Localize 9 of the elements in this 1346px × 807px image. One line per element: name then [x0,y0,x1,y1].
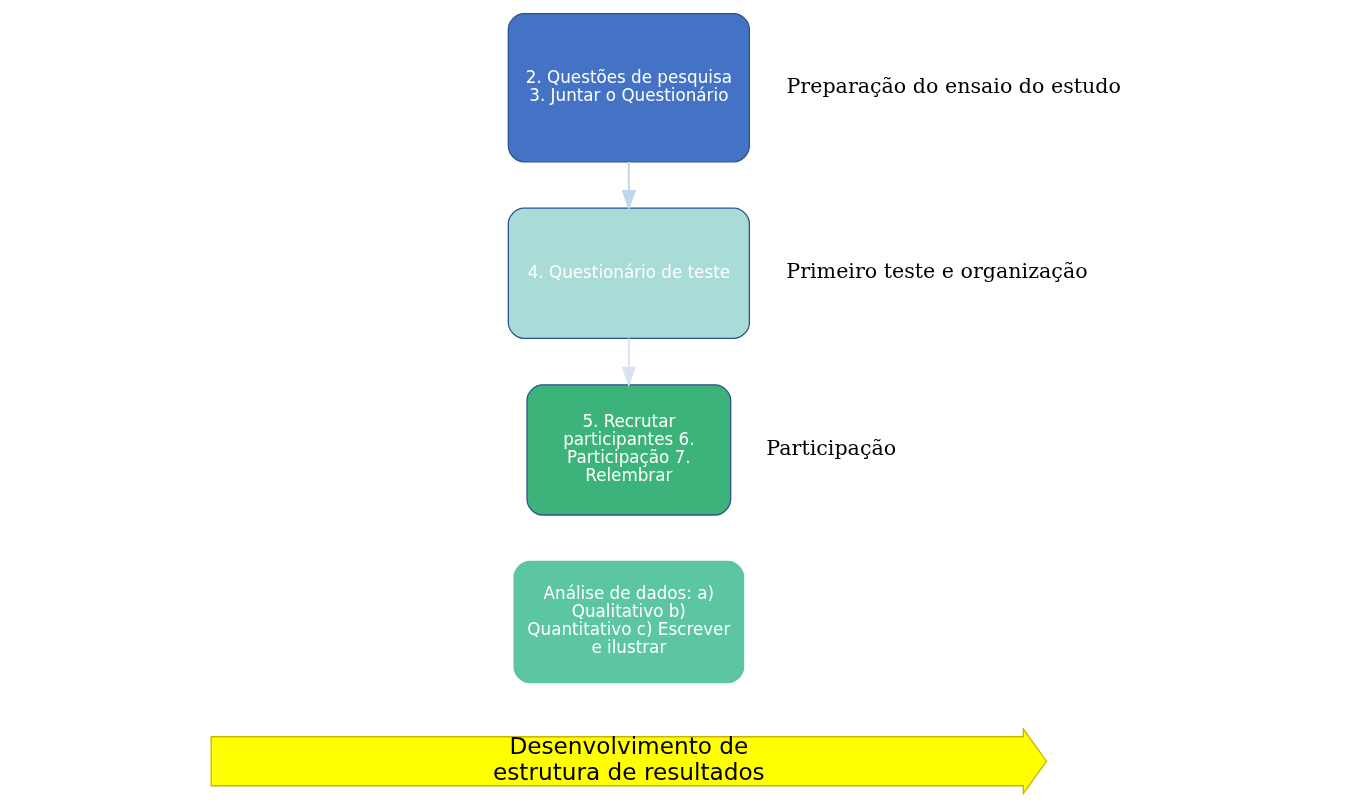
node-label: Participação [766,435,897,460]
node-box: 4. Questionário de teste [507,207,751,340]
node-label: Primeiro teste e organização [786,259,1088,284]
node-label: Preparação do ensaio do estudo [786,73,1121,98]
arrow [621,160,637,211]
node-box: 2. Questões de pesquisa 3. Juntar o Questionário [507,12,751,163]
arrow [621,337,637,388]
node-box: Análise de dados: a) Qualitativo b) Quantitativo c) Escrever e ilustrar [513,560,745,684]
node-box: 5. Recrutar participantes 6. Participação 7. Relembrar [526,384,732,516]
